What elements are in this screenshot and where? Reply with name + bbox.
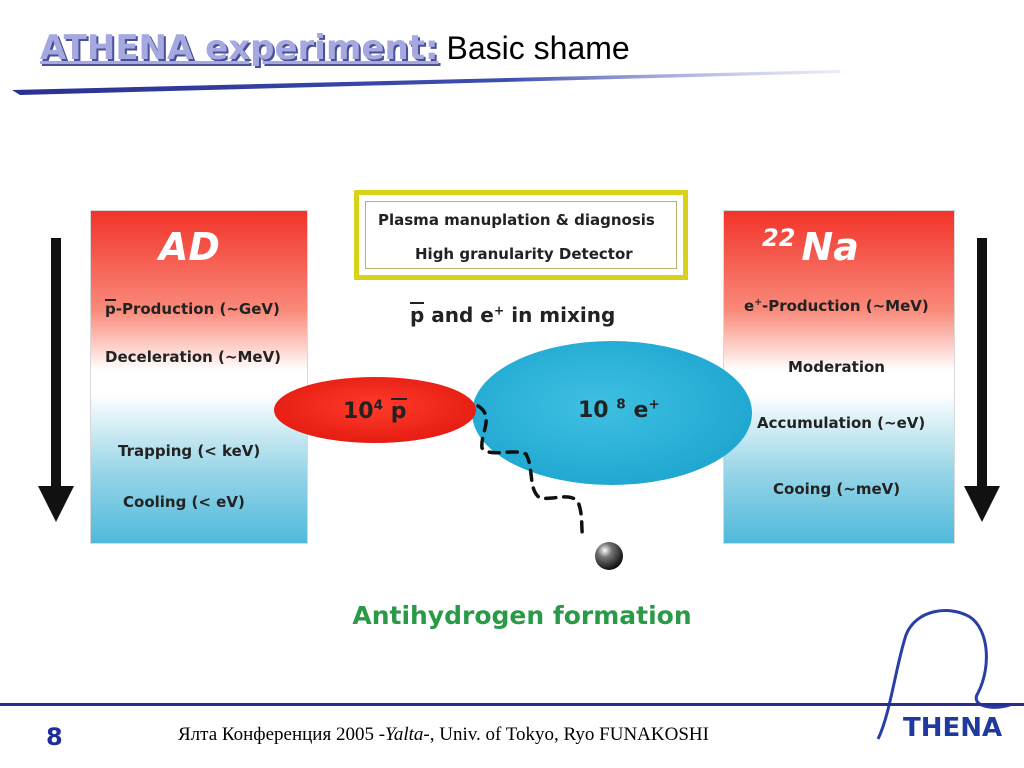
ad-panel: AD p-Production (~GeV) Deceleration (~Me…: [90, 210, 308, 544]
ad-trapping: Trapping (< keV): [118, 442, 261, 460]
positron-plus: +: [754, 297, 762, 308]
ad-cooling: Cooling (< eV): [123, 493, 245, 511]
na-accumulation: Accumulation (~eV): [757, 414, 926, 432]
antiproton-count: 104 p: [343, 398, 407, 424]
title-row: ATHENA experiment:Basic shame: [40, 28, 630, 68]
antihydrogen-atom: [595, 542, 623, 570]
na-production: e+-Production (~MeV): [744, 297, 929, 315]
footer-author: , Univ. of Tokyo, Ryo FUNAKOSHI: [429, 724, 709, 745]
ad-deceleration: Deceleration (~MeV): [105, 348, 282, 366]
positron-e: e: [744, 297, 755, 315]
mixing-plus: +: [493, 302, 505, 318]
positron-count: 10 8 e+: [578, 398, 660, 423]
plasma-line-1: Plasma manuplation & diagnosis: [378, 211, 655, 229]
antiproton-cloud: [274, 377, 476, 443]
antihydrogen-formation-label: Antihydrogen formation: [352, 601, 692, 630]
athena-logo-text: THENA: [903, 713, 1003, 743]
mixing-and-e: and e: [424, 303, 494, 327]
ad-title: AD: [159, 225, 220, 269]
positron-charge: +: [648, 396, 660, 413]
na-production-text: -Production (~MeV): [761, 297, 929, 315]
left-down-arrow: [38, 238, 74, 522]
slide-title: ATHENA experiment:: [40, 28, 439, 68]
mixing-antiproton: p: [410, 302, 425, 327]
antiproton-symbol: p: [105, 299, 116, 318]
plasma-line-2: High granularity Detector: [415, 245, 633, 263]
slide-number: 8: [46, 723, 63, 751]
antihydrogen-trajectory: [476, 404, 586, 540]
ad-production-text: -Production (~GeV): [115, 300, 280, 318]
footer-credit: Ялта Конференция 2005 -Yalta-, Univ. of …: [178, 724, 709, 746]
mixing-rest: in mixing: [504, 303, 616, 327]
plasma-box-inner: Plasma manuplation & diagnosis High gran…: [365, 201, 677, 269]
footer-divider: [0, 703, 1024, 706]
footer-conference: Ялта Конференция 2005 -: [178, 724, 386, 745]
positron-symbol: e: [633, 398, 649, 423]
right-down-arrow: [964, 238, 1000, 522]
na-moderation: Moderation: [788, 358, 885, 376]
na-cooling: Cooing (~meV): [773, 480, 901, 498]
positron-cloud: [472, 341, 752, 485]
na-isotope-number: 22: [762, 224, 796, 252]
mixing-label: p and e+ in mixing: [410, 302, 615, 327]
positron-exponent: 8: [616, 396, 626, 413]
ad-production: p-Production (~GeV): [105, 299, 280, 318]
na-element: Na: [801, 225, 859, 269]
antiproton-exponent: 4: [373, 397, 384, 414]
slide-subtitle: Basic shame: [446, 30, 630, 66]
antiproton-base: 10: [343, 399, 374, 424]
plasma-diagnosis-box: Plasma manuplation & diagnosis High gran…: [354, 190, 688, 280]
positron-base: 10: [578, 398, 609, 423]
antiproton-cloud-symbol: p: [390, 398, 407, 424]
athena-logo-mark: [876, 609, 1011, 740]
mixing-diagram: [274, 341, 752, 570]
title-underline-swoosh: [12, 70, 840, 95]
footer-yalta: Yalta-: [385, 724, 430, 745]
